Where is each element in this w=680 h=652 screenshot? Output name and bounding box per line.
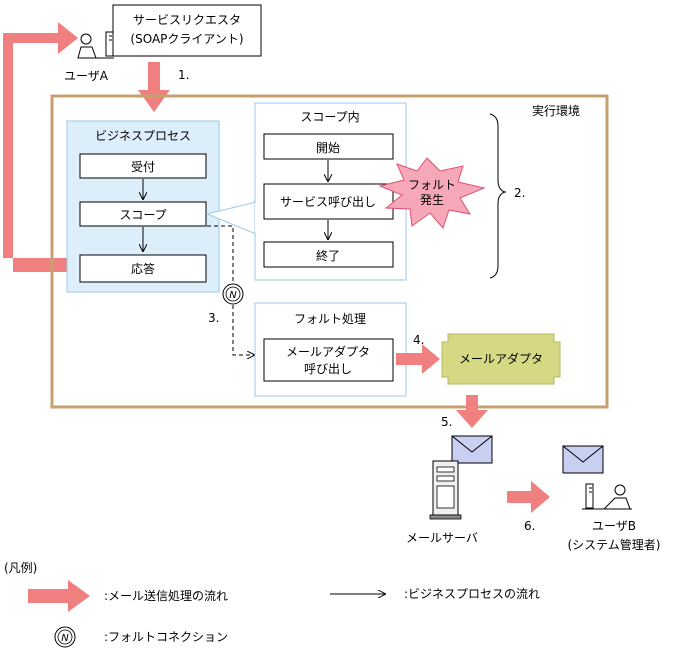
step-number-2: 2.: [514, 186, 525, 200]
fault-burst-icon: フォルト 発生: [378, 157, 486, 229]
user-b-label-line2: (システム管理者): [567, 537, 660, 552]
flow-arrow-4: [396, 344, 440, 374]
step-response-label: 応答: [131, 261, 155, 276]
step-number-4: 4.: [413, 333, 424, 347]
requester-label-line2: (SOAPクライアント): [130, 32, 243, 46]
flow-arrow-5: [456, 395, 488, 428]
scope-step-invoke: [263, 183, 394, 220]
service-requester-box: サービスリクエスタ (SOAPクライアント): [112, 4, 262, 57]
fault-connector-symbol: N: [229, 290, 237, 301]
user-a-icon: [77, 31, 114, 59]
scope-step-start: [263, 133, 394, 160]
fault-handling-title: フォルト処理: [294, 312, 366, 326]
envelope-icon: [562, 445, 604, 474]
step-number-1: 1.: [178, 68, 189, 82]
fault-step-label-line1: メールアダプタ: [286, 344, 370, 359]
fault-connection-line: [207, 225, 234, 283]
envelope-icon: [451, 435, 493, 464]
scope-title: スコープ内: [300, 110, 359, 124]
scope-step-end: [263, 241, 394, 268]
step-scope-label: スコープ: [119, 208, 166, 222]
step-reception-label: 受付: [131, 160, 155, 174]
scope-step-end-label: 終了: [316, 248, 340, 263]
legend-fault-connector-symbol: N: [61, 633, 69, 644]
scope-panel: スコープ内 開始 サービス呼び出し 終了: [254, 102, 407, 281]
user-b-icon: [582, 483, 632, 510]
scope-step-start-label: 開始: [316, 141, 340, 155]
scope-brace: [489, 113, 507, 279]
return-flow-arrow: [3, 22, 78, 272]
step-scope: [79, 201, 207, 227]
mail-adapter-box: メールアダプタ: [441, 333, 561, 385]
business-process-panel: ビジネスプロセス 受付 スコープ 応答: [66, 120, 220, 293]
legend-mail-flow-arrow: [28, 580, 90, 612]
fault-connection-line: [232, 305, 254, 355]
runtime-environment-frame: [50, 94, 609, 409]
legend-title: (凡例): [4, 561, 37, 575]
mail-server-icon: [429, 460, 462, 520]
legend-bp-flow-label: :ビジネスプロセスの流れ: [404, 587, 540, 601]
legend-fault-connection-label: :フォルトコネクション: [104, 630, 228, 644]
step-response: [79, 254, 207, 283]
step-number-6: 6.: [524, 519, 535, 533]
business-process-title: ビジネスプロセス: [95, 129, 191, 143]
mail-server-label: メールサーバ: [406, 531, 478, 545]
fault-connector-icon: N: [222, 283, 244, 305]
mail-adapter-label: メールアダプタ: [459, 351, 543, 366]
step-number-3: 3.: [208, 311, 219, 325]
runtime-label: 実行環境: [532, 103, 580, 118]
legend-mail-flow-label: :メール送信処理の流れ: [104, 588, 228, 603]
legend-fault-connector-icon: N: [54, 626, 76, 648]
step-number-5: 5.: [441, 415, 452, 429]
scope-step-invoke-label: サービス呼び出し: [280, 195, 376, 209]
flow-arrow-6: [507, 481, 550, 513]
user-a-label: ユーザA: [64, 69, 109, 83]
requester-label-line1: サービスリクエスタ: [133, 13, 241, 27]
fault-step-invoke-adapter: [263, 338, 394, 382]
user-b-label-line1: ユーザB: [592, 519, 636, 533]
fault-label-line1: フォルト: [408, 178, 456, 192]
flow-arrow-1: [138, 62, 170, 112]
fault-step-label-line2: 呼び出し: [304, 362, 352, 376]
fault-handling-panel: フォルト処理 メールアダプタ 呼び出し: [254, 302, 407, 397]
step-reception: [79, 153, 207, 179]
fault-label-line2: 発生: [420, 193, 444, 207]
